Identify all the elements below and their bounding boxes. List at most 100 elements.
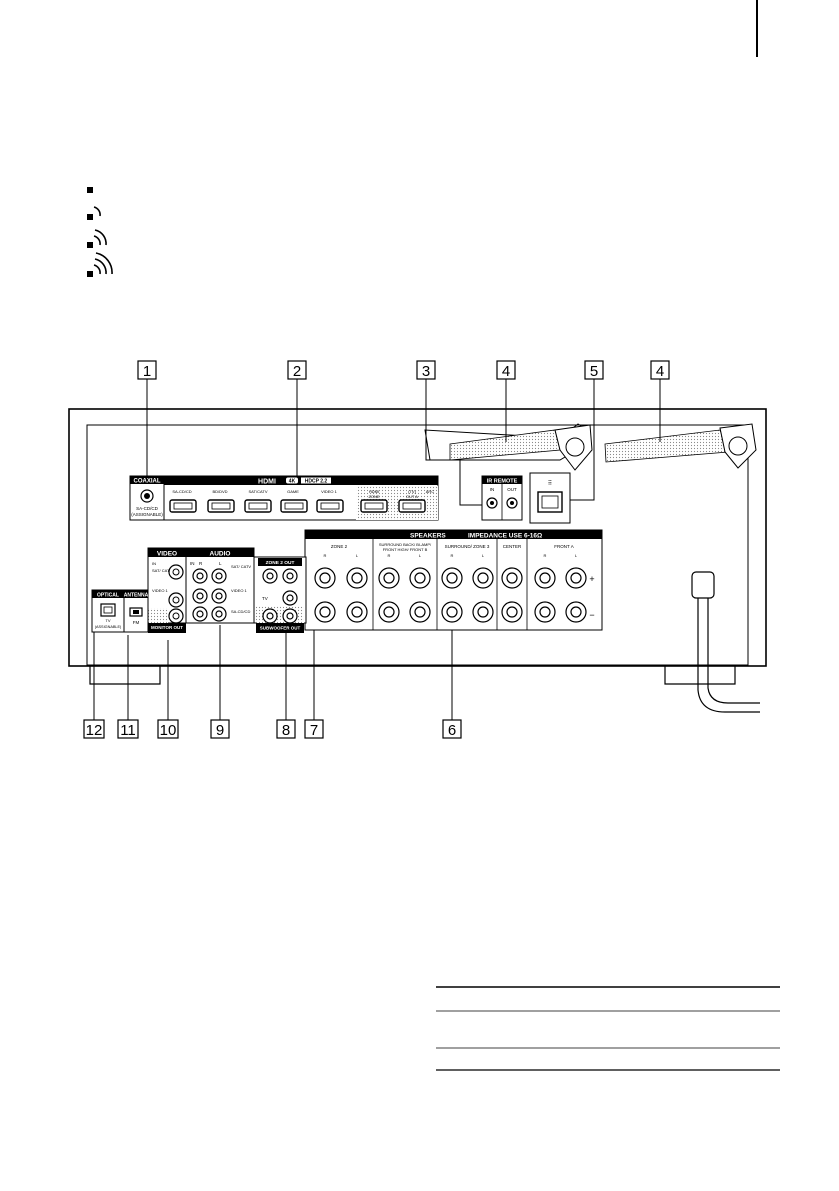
video-section: VIDEO IN SAT/ CATV VIDEO 1 MONITOR OUT [147, 547, 187, 633]
antenna-right [604, 423, 757, 469]
hdmi-port [360, 499, 388, 513]
callout-11: 11 [117, 719, 139, 739]
table-rules [436, 986, 780, 1071]
svg-text:IN: IN [152, 561, 156, 566]
svg-text:SA-CD/CD: SA-CD/CD [172, 489, 191, 494]
svg-text:SUBWOOFER OUT: SUBWOOFER OUT [260, 626, 301, 631]
lan-port: ⠿ [529, 472, 571, 524]
svg-text:3: 3 [422, 363, 430, 380]
speaker-terminal-row-minus [314, 601, 587, 623]
svg-text:ANTENNA: ANTENNA [124, 593, 149, 599]
svg-text:R: R [199, 561, 203, 566]
svg-text:MONITOR OUT: MONITOR OUT [151, 625, 183, 630]
svg-text:−: − [589, 610, 594, 620]
svg-text:L: L [356, 553, 359, 558]
svg-text:IN: IN [490, 487, 495, 492]
svg-text:BD/DVD: BD/DVD [212, 489, 227, 494]
audio-section: AUDIO IN R L SAT/ CATV VIDEO 1 SA-CD/CD [185, 547, 255, 624]
antenna-fm-section: ANTENNA FM [123, 589, 149, 633]
svg-text:5: 5 [590, 363, 598, 380]
hdmi-port [207, 499, 235, 513]
callout-4b: 4 [650, 360, 670, 380]
svg-text:OUT A: OUT A [406, 494, 418, 499]
svg-text:CENTER: CENTER [503, 544, 522, 549]
svg-text:12: 12 [86, 722, 103, 739]
svg-text:COAXIAL: COAXIAL [134, 479, 161, 485]
svg-text:SPEAKERS: SPEAKERS [410, 533, 446, 540]
svg-text:IR REMOTE: IR REMOTE [487, 479, 518, 485]
svg-text:(TV): (TV) [408, 489, 416, 494]
wifi-signal-2-icon [87, 229, 107, 248]
svg-text:SURROUND/ ZONE 3: SURROUND/ ZONE 3 [445, 544, 490, 549]
svg-text:4: 4 [502, 363, 510, 380]
svg-text:HDCP 2.2: HDCP 2.2 [305, 479, 328, 485]
svg-text:ZONE 2: ZONE 2 [331, 544, 348, 549]
svg-text:4: 4 [656, 363, 664, 380]
svg-text:2: 2 [293, 363, 301, 380]
svg-text:FRONT A: FRONT A [554, 544, 573, 549]
callout-10: 10 [157, 719, 179, 739]
svg-text:SA-CD/CD: SA-CD/CD [231, 609, 250, 614]
callout-6: 6 [442, 719, 462, 739]
svg-text:(ASSIGNABLE): (ASSIGNABLE) [95, 625, 122, 629]
svg-text:GAME: GAME [287, 489, 299, 494]
speaker-terminal-row-plus [314, 567, 587, 589]
svg-text:R: R [451, 553, 454, 558]
svg-text:FRONT HIGH/ FRONT B: FRONT HIGH/ FRONT B [383, 547, 428, 552]
svg-text:VIDEO 1: VIDEO 1 [231, 588, 248, 593]
antenna-left [424, 423, 593, 471]
svg-text:11: 11 [120, 722, 136, 739]
svg-text:SURROUND BACK/ BI-AMP/: SURROUND BACK/ BI-AMP/ [379, 542, 432, 547]
svg-text:4K: 4K [289, 479, 296, 485]
svg-text:L: L [575, 553, 578, 558]
svg-text:(ASSIGNABLE): (ASSIGNABLE) [131, 512, 163, 517]
svg-text:OUT: OUT [507, 487, 517, 492]
wifi-signal-3-icon [87, 252, 113, 277]
callout-4a: 4 [496, 360, 516, 380]
svg-text:AUDIO: AUDIO [210, 551, 231, 558]
svg-text:HDMI: HDMI [258, 479, 276, 486]
leader-lines-top [146, 379, 661, 506]
svg-text:R: R [388, 553, 391, 558]
callout-7: 7 [304, 719, 324, 739]
hdmi-port [280, 499, 308, 513]
hdmi-port [244, 499, 272, 513]
wifi-signal-1-icon [87, 206, 101, 220]
callout-12: 12 [83, 719, 105, 739]
svg-text:VIDEO: VIDEO [157, 551, 177, 558]
svg-text:FM: FM [133, 620, 140, 625]
callout-3: 3 [416, 360, 436, 380]
svg-text:7: 7 [310, 722, 318, 739]
ir-remote-section: IR REMOTE IN OUT [481, 475, 523, 521]
callout-8: 8 [276, 719, 296, 739]
svg-text:L: L [482, 553, 485, 558]
svg-text:SA-CD/CD: SA-CD/CD [136, 506, 159, 511]
svg-text:ARC: ARC [426, 489, 435, 494]
svg-text:SAT/CATV: SAT/CATV [249, 489, 268, 494]
coaxial-section: COAXIAL SA-CD/CD (ASSIGNABLE) [129, 475, 165, 521]
wifi-signal-0-icon [87, 187, 93, 193]
svg-text:HDMI: HDMI [369, 489, 379, 494]
svg-text:SAT/ CATV: SAT/ CATV [152, 568, 172, 573]
svg-text:IMPEDANCE USE 6-16Ω: IMPEDANCE USE 6-16Ω [468, 533, 542, 540]
svg-text:SAT/ CATV: SAT/ CATV [231, 564, 251, 569]
power-cord [691, 571, 760, 713]
callout-1: 1 [137, 360, 157, 380]
svg-text:L: L [419, 553, 422, 558]
callout-2: 2 [287, 360, 307, 380]
hdmi-port [398, 499, 426, 513]
svg-text:ZONE 2 OUT: ZONE 2 OUT [266, 560, 295, 566]
svg-text:6: 6 [448, 722, 456, 739]
svg-text:IN: IN [190, 561, 195, 566]
zone2-out-section: ZONE 2 OUT TV SUBWOOFER OUT [253, 556, 307, 633]
svg-text:R: R [324, 553, 327, 558]
optical-section: OPTICAL TV (ASSIGNABLE) [91, 589, 125, 633]
callout-5: 5 [584, 360, 604, 380]
svg-text:9: 9 [216, 722, 224, 739]
callout-9: 9 [210, 719, 230, 739]
svg-text:1: 1 [143, 363, 151, 380]
svg-text:R: R [544, 553, 547, 558]
speakers-section: SPEAKERS IMPEDANCE USE 6-16Ω ZONE 2 SURR… [304, 529, 603, 631]
svg-text:VIDEO 1: VIDEO 1 [152, 588, 169, 593]
